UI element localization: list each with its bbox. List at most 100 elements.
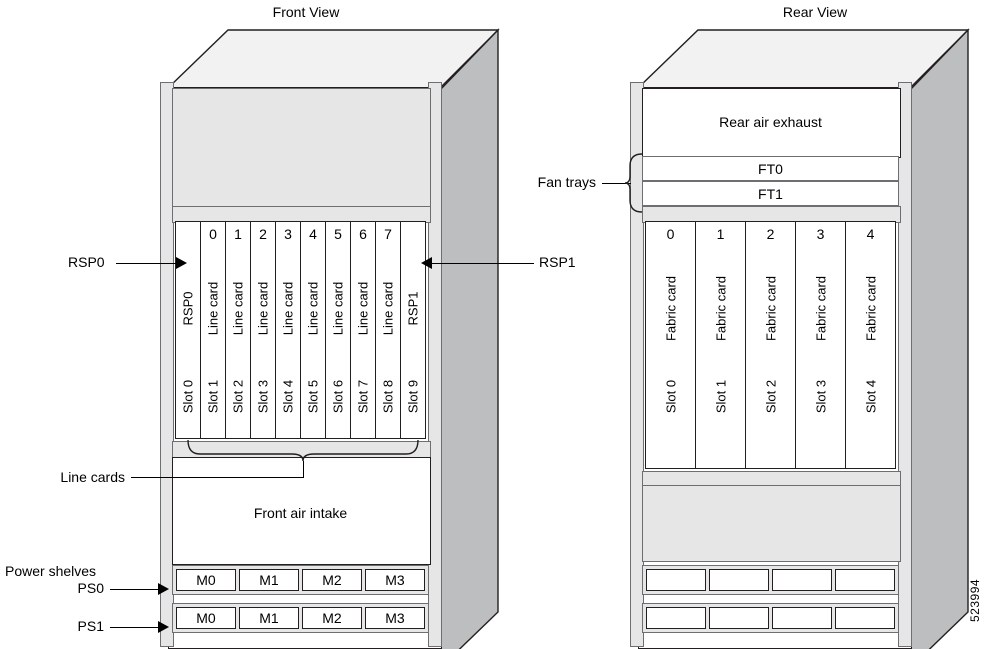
rear-slot-1[interactable]: 1 Fabric card Slot 1	[696, 222, 746, 468]
rear-slot-1-name: Slot 1	[713, 379, 728, 414]
callout-rsp0-leader	[116, 263, 176, 264]
rear-slot-2-name: Slot 2	[763, 379, 778, 414]
rear-ps1-module-1[interactable]	[709, 607, 769, 629]
rear-slot-4-number: 4	[866, 226, 875, 242]
front-slot-5[interactable]: 4 Line card Slot 5	[301, 222, 326, 438]
callout-rsp1-label: RSP1	[539, 254, 576, 270]
callout-rsp1-leader	[432, 263, 534, 264]
rear-slot-0-card: Fabric card	[663, 275, 678, 342]
front-power-shelf-ps0[interactable]: M0 M1 M2 M3	[172, 565, 429, 595]
front-slot-3-card: Line card	[255, 281, 271, 336]
rear-ps1-module-0[interactable]	[646, 607, 706, 629]
rear-lower-blank-panel	[642, 485, 901, 562]
callout-fan-trays-leader	[602, 183, 631, 184]
front-slot-2[interactable]: 1 Line card Slot 2	[226, 222, 251, 438]
rear-ps0-module-0[interactable]	[646, 569, 706, 591]
front-power-shelf-ps1[interactable]: M0 M1 M2 M3	[172, 603, 429, 633]
front-slot-1-number: 0	[209, 226, 217, 242]
rear-slot-4-card: Fabric card	[863, 275, 878, 342]
front-slot-6-card: Line card	[330, 281, 346, 336]
rear-chassis-right-rail	[898, 82, 912, 647]
callout-rsp0-label: RSP0	[68, 254, 105, 270]
ps0-module-m3[interactable]: M3	[365, 569, 425, 591]
front-slot-2-number: 1	[234, 226, 242, 242]
callout-power-shelves-label: Power shelves	[5, 563, 97, 579]
rear-ps1-module-2[interactable]	[772, 607, 832, 629]
rear-slot-3-name: Slot 3	[813, 379, 828, 414]
front-slot-6-name: Slot 6	[330, 379, 346, 414]
ps1-module-m0[interactable]: M0	[176, 607, 236, 629]
rear-slot-2[interactable]: 2 Fabric card Slot 2	[746, 222, 796, 468]
front-slot-5-name: Slot 5	[305, 379, 321, 414]
front-slot-0-card: RSP0	[180, 291, 196, 326]
ps0-module-m0[interactable]: M0	[176, 569, 236, 591]
ps1-module-m2[interactable]: M2	[302, 607, 362, 629]
front-slot-1-card: Line card	[205, 281, 221, 336]
callout-rsp0-arrow-icon	[176, 257, 187, 269]
callout-ps1-leader	[110, 627, 158, 628]
rear-power-shelf-0[interactable]	[642, 565, 899, 595]
rear-ps1-module-3[interactable]	[835, 607, 895, 629]
callout-ps1-label: PS1	[77, 618, 104, 634]
rear-slot-4[interactable]: 4 Fabric card Slot 4	[846, 222, 895, 468]
rear-slot-4-name: Slot 4	[863, 379, 878, 414]
front-slot-6[interactable]: 5 Line card Slot 6	[326, 222, 351, 438]
ps1-module-m3[interactable]: M3	[365, 607, 425, 629]
callout-line-cards-label: Line cards	[60, 469, 125, 485]
callout-fan-trays-label: Fan trays	[537, 174, 596, 190]
front-air-intake-label: Front air intake	[253, 505, 348, 521]
front-slot-9-card: RSP1	[405, 291, 421, 326]
line-cards-leader-vertical	[303, 461, 304, 478]
front-slot-3[interactable]: 2 Line card Slot 3	[251, 222, 276, 438]
rear-ps0-module-2[interactable]	[772, 569, 832, 591]
front-slot-1[interactable]: 0 Line card Slot 1	[201, 222, 226, 438]
rear-view-title: Rear View	[782, 4, 848, 20]
front-slot-7-card: Line card	[355, 281, 371, 336]
figure-number: 523994	[968, 578, 982, 622]
front-slot-7[interactable]: 6 Line card Slot 7	[351, 222, 376, 438]
rear-slot-0-number: 0	[666, 226, 675, 242]
callout-ps0-leader	[110, 589, 158, 590]
front-slot-7-number: 6	[359, 226, 367, 242]
front-slot-4[interactable]: 3 Line card Slot 4	[276, 222, 301, 438]
callout-rsp1-arrow-icon	[421, 257, 432, 269]
callout-ps0-arrow-icon	[158, 583, 169, 595]
rear-power-shelf-1[interactable]	[642, 603, 899, 633]
front-slot-0-name: Slot 0	[180, 379, 196, 414]
front-slot-7-name: Slot 7	[355, 379, 371, 414]
front-slot-8[interactable]: 7 Line card Slot 8	[376, 222, 401, 438]
fan-tray-ft1-label: FT1	[758, 185, 783, 202]
front-slot-3-number: 2	[259, 226, 267, 242]
front-slot-5-card: Line card	[305, 281, 321, 336]
callout-ps0-label: PS0	[77, 580, 104, 596]
rear-slot-0[interactable]: 0 Fabric card Slot 0	[646, 222, 696, 468]
front-slot-8-name: Slot 8	[380, 379, 396, 414]
line-cards-leader-horizontal	[131, 477, 303, 478]
front-slot-3-name: Slot 3	[255, 379, 271, 414]
front-slot-0[interactable]: RSP0 Slot 0	[176, 222, 201, 438]
front-slot-2-name: Slot 2	[230, 379, 246, 414]
rear-card-cage: 0 Fabric card Slot 0 1 Fabric card Slot …	[645, 221, 896, 469]
fan-tray-ft0-label: FT0	[758, 160, 783, 177]
fan-tray-ft1[interactable]: FT1	[642, 181, 899, 206]
rear-slot-2-card: Fabric card	[763, 275, 778, 342]
front-slot-4-number: 3	[284, 226, 292, 242]
rear-air-exhaust-label: Rear air exhaust	[719, 114, 822, 130]
front-slot-4-name: Slot 4	[280, 379, 296, 414]
front-slot-2-card: Line card	[230, 281, 246, 336]
ps0-module-m1[interactable]: M1	[239, 569, 299, 591]
rear-slot-0-name: Slot 0	[663, 379, 678, 414]
front-air-intake-panel	[172, 457, 431, 565]
front-slot-6-number: 5	[334, 226, 342, 242]
fan-trays-brace-icon	[624, 153, 643, 213]
front-slot-9[interactable]: RSP1 Slot 9	[401, 222, 425, 438]
ps1-module-m1[interactable]: M1	[239, 607, 299, 629]
callout-ps1-arrow-icon	[158, 621, 169, 633]
rear-ps0-module-1[interactable]	[709, 569, 769, 591]
rear-slot-1-number: 1	[716, 226, 725, 242]
rear-slot-3[interactable]: 3 Fabric card Slot 3	[796, 222, 846, 468]
fan-tray-ft0[interactable]: FT0	[642, 156, 899, 181]
ps0-module-m2[interactable]: M2	[302, 569, 362, 591]
rear-ps0-module-3[interactable]	[835, 569, 895, 591]
